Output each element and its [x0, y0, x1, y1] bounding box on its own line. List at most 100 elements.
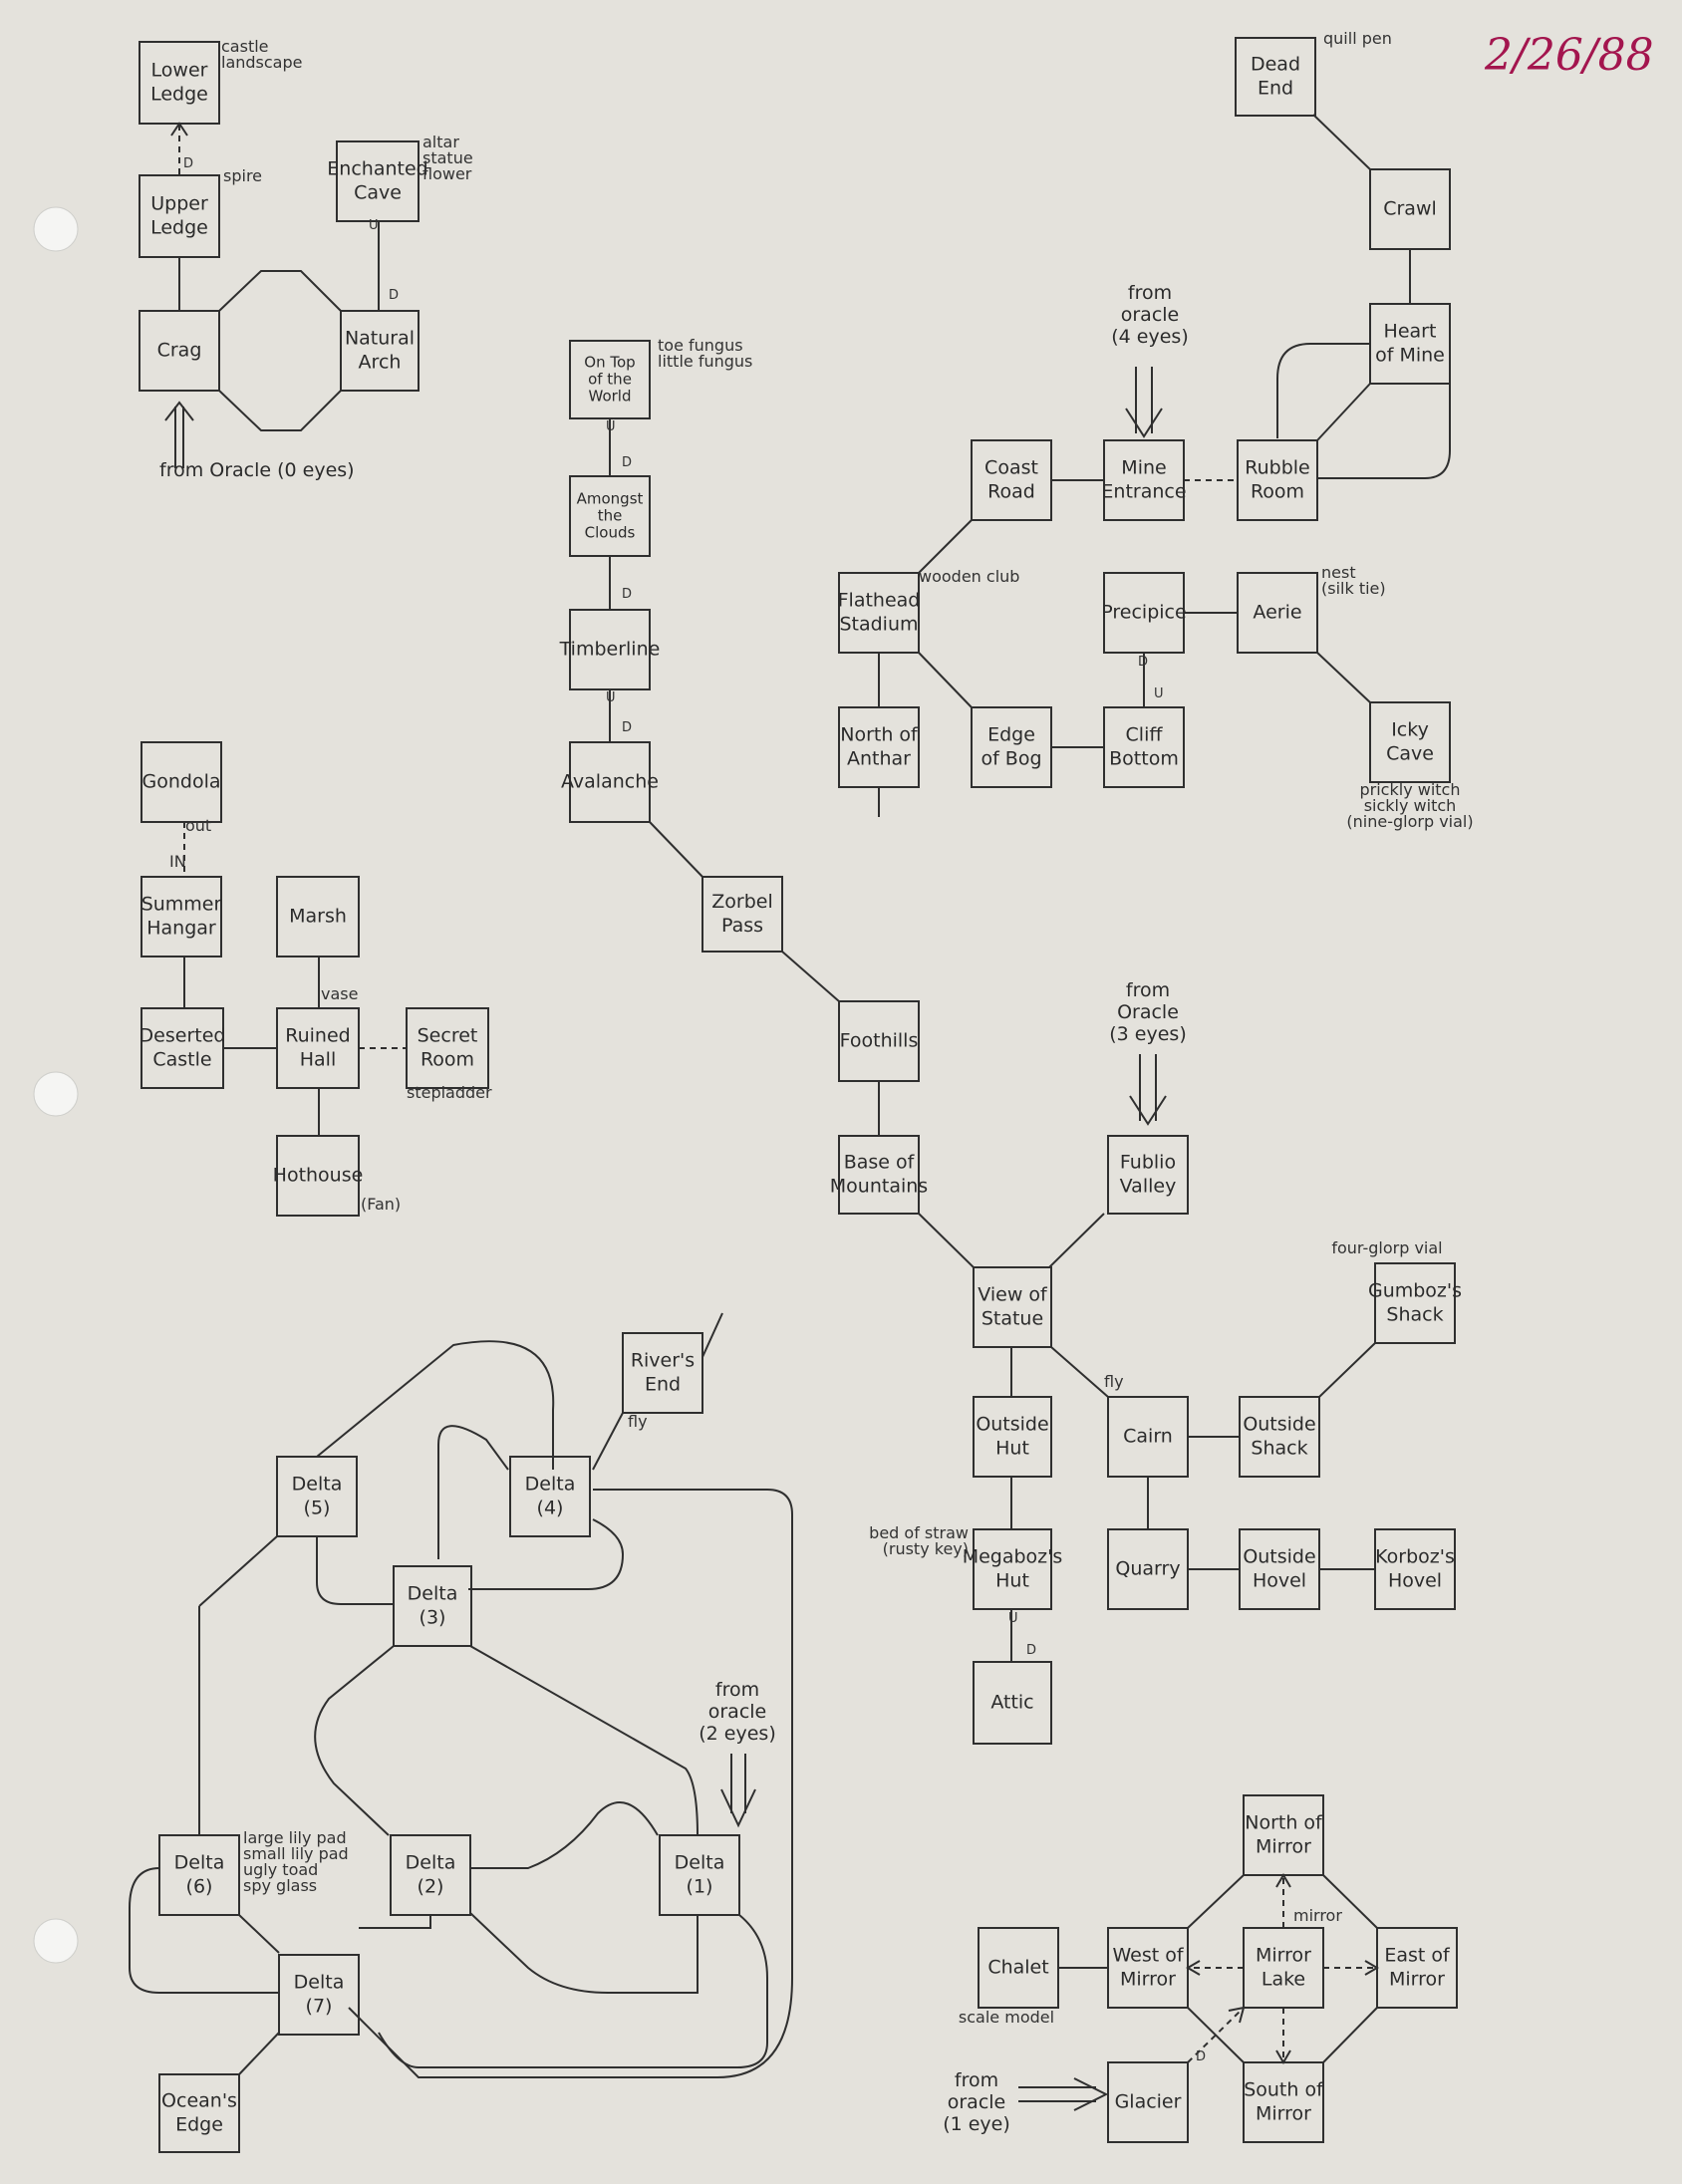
connections: [129, 114, 1451, 2111]
room-box: [971, 706, 1052, 788]
room-box: [140, 876, 222, 957]
room-label: Cairn: [1123, 1426, 1173, 1448]
room-box: [973, 1528, 1052, 1610]
room-box: [1376, 1927, 1458, 2009]
room-box: [509, 1456, 591, 1537]
room-box: [1235, 37, 1316, 117]
note-rivers-end-fly: fly: [628, 1412, 648, 1431]
down-marker: D: [1138, 655, 1148, 670]
room-box: [701, 876, 783, 953]
room-box: [393, 1565, 472, 1647]
arrow-head-oracle-2: [720, 1788, 756, 1828]
room-label: Aerie: [1253, 602, 1301, 624]
room-glacier: Glacier: [1107, 2061, 1189, 2143]
room-box: [140, 741, 222, 823]
room-box: [406, 1007, 489, 1089]
room-delta3: Delta(3): [393, 1565, 472, 1647]
room-foothills: Foothills: [838, 1000, 920, 1082]
arrow-head-oracle-3: [1129, 1095, 1167, 1126]
room-box: [1237, 439, 1318, 521]
room-box: [978, 1927, 1059, 2009]
arrow-head-oracle-4: [1125, 408, 1163, 438]
room-box: [838, 706, 920, 788]
room-box: [1107, 1528, 1189, 1610]
room-box: [1237, 572, 1318, 654]
room-box: [1243, 1794, 1324, 1876]
down-marker: D: [389, 288, 399, 303]
room-precipice: Precipice: [1101, 572, 1187, 654]
link-delta4-rivers-end: [592, 1412, 624, 1471]
down-marker: D: [622, 720, 632, 735]
room-box: [838, 1135, 920, 1215]
link-west-south: [1187, 2007, 1245, 2063]
link-delta3-delta2-curve: [314, 1645, 395, 1836]
room-label: Glacier: [1115, 2091, 1182, 2113]
link-view-of-statue-cairn: [1050, 1346, 1109, 1398]
note-megaboz: bed of straw(rusty key): [869, 1523, 969, 1558]
room-box: [569, 741, 651, 823]
room-box: [1369, 168, 1451, 250]
link-delta1-delta7-right: [378, 1914, 768, 2068]
room-hothouse: Hothouse: [273, 1135, 364, 1217]
room-label: Delta(7): [294, 1972, 345, 2018]
room-box: [1107, 1396, 1189, 1478]
room-label: Avalanche: [561, 771, 659, 793]
room-chalet: Chalet: [978, 1927, 1059, 2009]
room-box: [336, 140, 420, 222]
room-label: Delta(4): [525, 1474, 576, 1519]
room-delta6: Delta(6): [158, 1834, 240, 1916]
link-fublio-view-of-statue: [1048, 1213, 1105, 1268]
link-aerie-icky-cave: [1316, 652, 1371, 703]
room-box: [659, 1834, 740, 1916]
link-delta6-delta7: [238, 1914, 280, 1954]
room-box: [1239, 1396, 1320, 1478]
link-zorbel-pass-foothills: [781, 951, 840, 1002]
room-box: [973, 1396, 1052, 1478]
up-marker: U: [1008, 1611, 1018, 1626]
room-label: Hothouse: [273, 1165, 364, 1187]
room-box: [1107, 1927, 1189, 2009]
punch-hole: [33, 1071, 79, 1117]
room-timberline: Timberline: [559, 609, 660, 690]
link-base-of-mountains-view-of-statue: [918, 1213, 975, 1268]
room-label: Crawl: [1383, 198, 1437, 220]
room-box: [838, 572, 920, 654]
down-marker: D: [622, 587, 632, 602]
room-label: Marsh: [289, 906, 347, 928]
